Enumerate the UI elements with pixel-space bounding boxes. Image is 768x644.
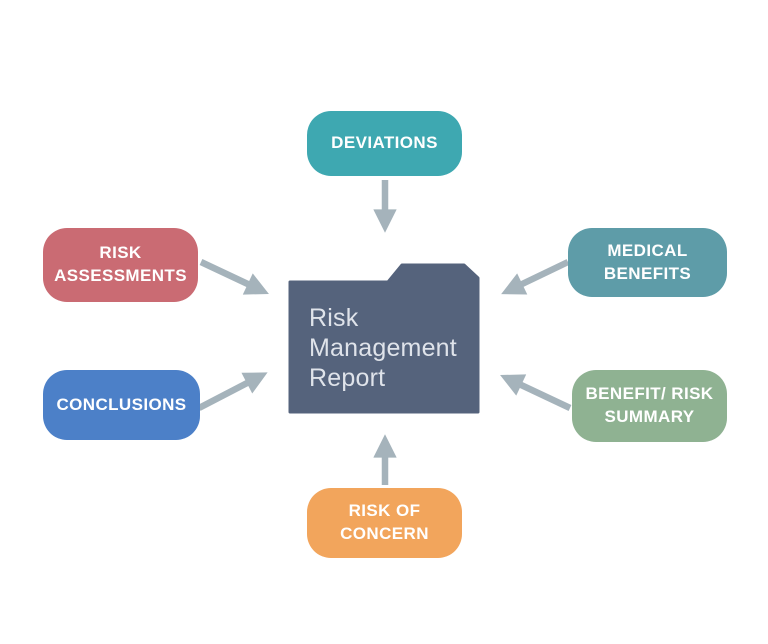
node-conclusions: CONCLUSIONS <box>43 370 200 440</box>
arrow-risk-assessments-to-center <box>199 259 269 295</box>
node-risk-assessments-label: RISK ASSESSMENTS <box>54 243 187 285</box>
arrow-benefit-risk-summary-to-center <box>500 374 572 411</box>
node-medical-benefits: MEDICAL BENEFITS <box>568 228 727 297</box>
arrow-conclusions-to-center <box>197 372 268 411</box>
folder-icon <box>290 265 478 412</box>
node-risk-of-concern: RISK OF CONCERN <box>307 488 462 558</box>
node-deviations: DEVIATIONS <box>307 111 462 176</box>
node-deviations-label: DEVIATIONS <box>331 133 438 153</box>
arrow-group <box>197 180 572 485</box>
node-medical-benefits-label: MEDICAL BENEFITS <box>603 240 692 283</box>
arrow-medical-benefits-to-center <box>501 259 570 295</box>
node-conclusions-label: CONCLUSIONS <box>56 394 187 414</box>
node-benefit-risk-summary-label: BENEFIT/ RISK SUMMARY <box>585 384 714 426</box>
node-benefit-risk-summary: BENEFIT/ RISK SUMMARY <box>572 370 727 442</box>
node-risk-assessments: RISK ASSESSMENTS <box>43 228 198 302</box>
center-folder-label: Risk Management Report <box>309 304 457 392</box>
folder-outline <box>288 263 480 414</box>
node-risk-of-concern-label: RISK OF CONCERN <box>340 501 429 543</box>
